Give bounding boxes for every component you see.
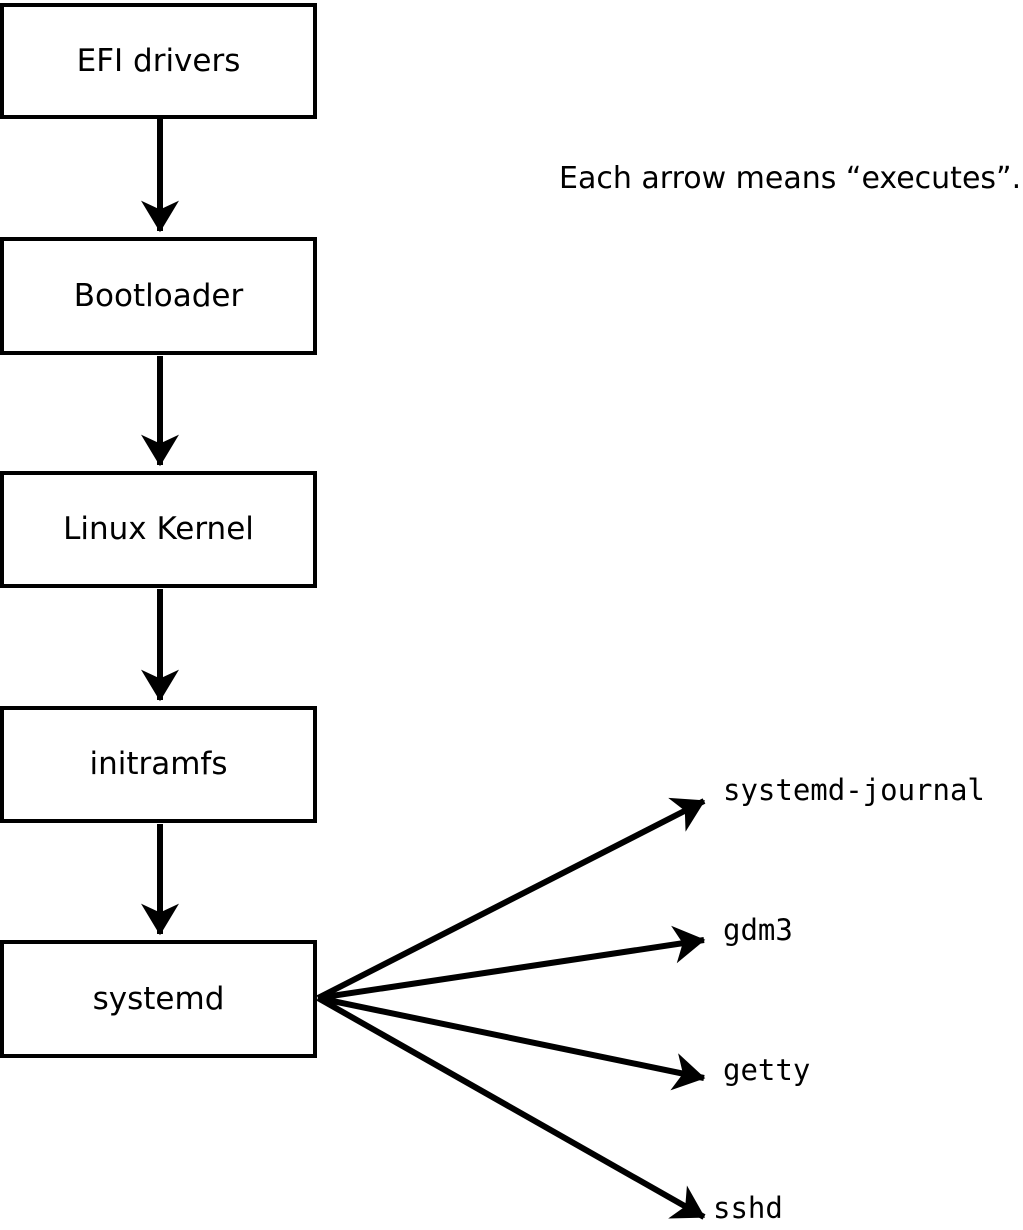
- node-bootloader: Bootloader: [0, 237, 317, 355]
- arrow-systemd-to-getty: [317, 995, 706, 1091]
- leaf-sshd: sshd: [713, 1191, 783, 1225]
- node-systemd-label: systemd: [92, 980, 225, 1017]
- node-linux-kernel: Linux Kernel: [0, 471, 317, 588]
- node-systemd: systemd: [0, 940, 317, 1058]
- leaf-gdm3: gdm3: [723, 913, 793, 947]
- leaf-getty: getty: [723, 1053, 811, 1087]
- node-initramfs-label: initramfs: [89, 746, 228, 782]
- node-linux-kernel-label: Linux Kernel: [63, 511, 254, 547]
- leaf-systemd-journal: systemd-journal: [723, 773, 985, 807]
- diagram-caption: Each arrow means “executes”.: [559, 161, 1022, 196]
- arrow-systemd-to-gdm3: [317, 925, 706, 1001]
- arrow-systemd-to-sshd: [316, 995, 706, 1220]
- arrow-systemd-to-systemd-journal: [316, 797, 706, 1001]
- node-efi-drivers-label: EFI drivers: [76, 42, 241, 79]
- node-bootloader-label: Bootloader: [73, 277, 244, 314]
- node-efi-drivers: EFI drivers: [0, 3, 317, 119]
- node-initramfs: initramfs: [0, 706, 317, 823]
